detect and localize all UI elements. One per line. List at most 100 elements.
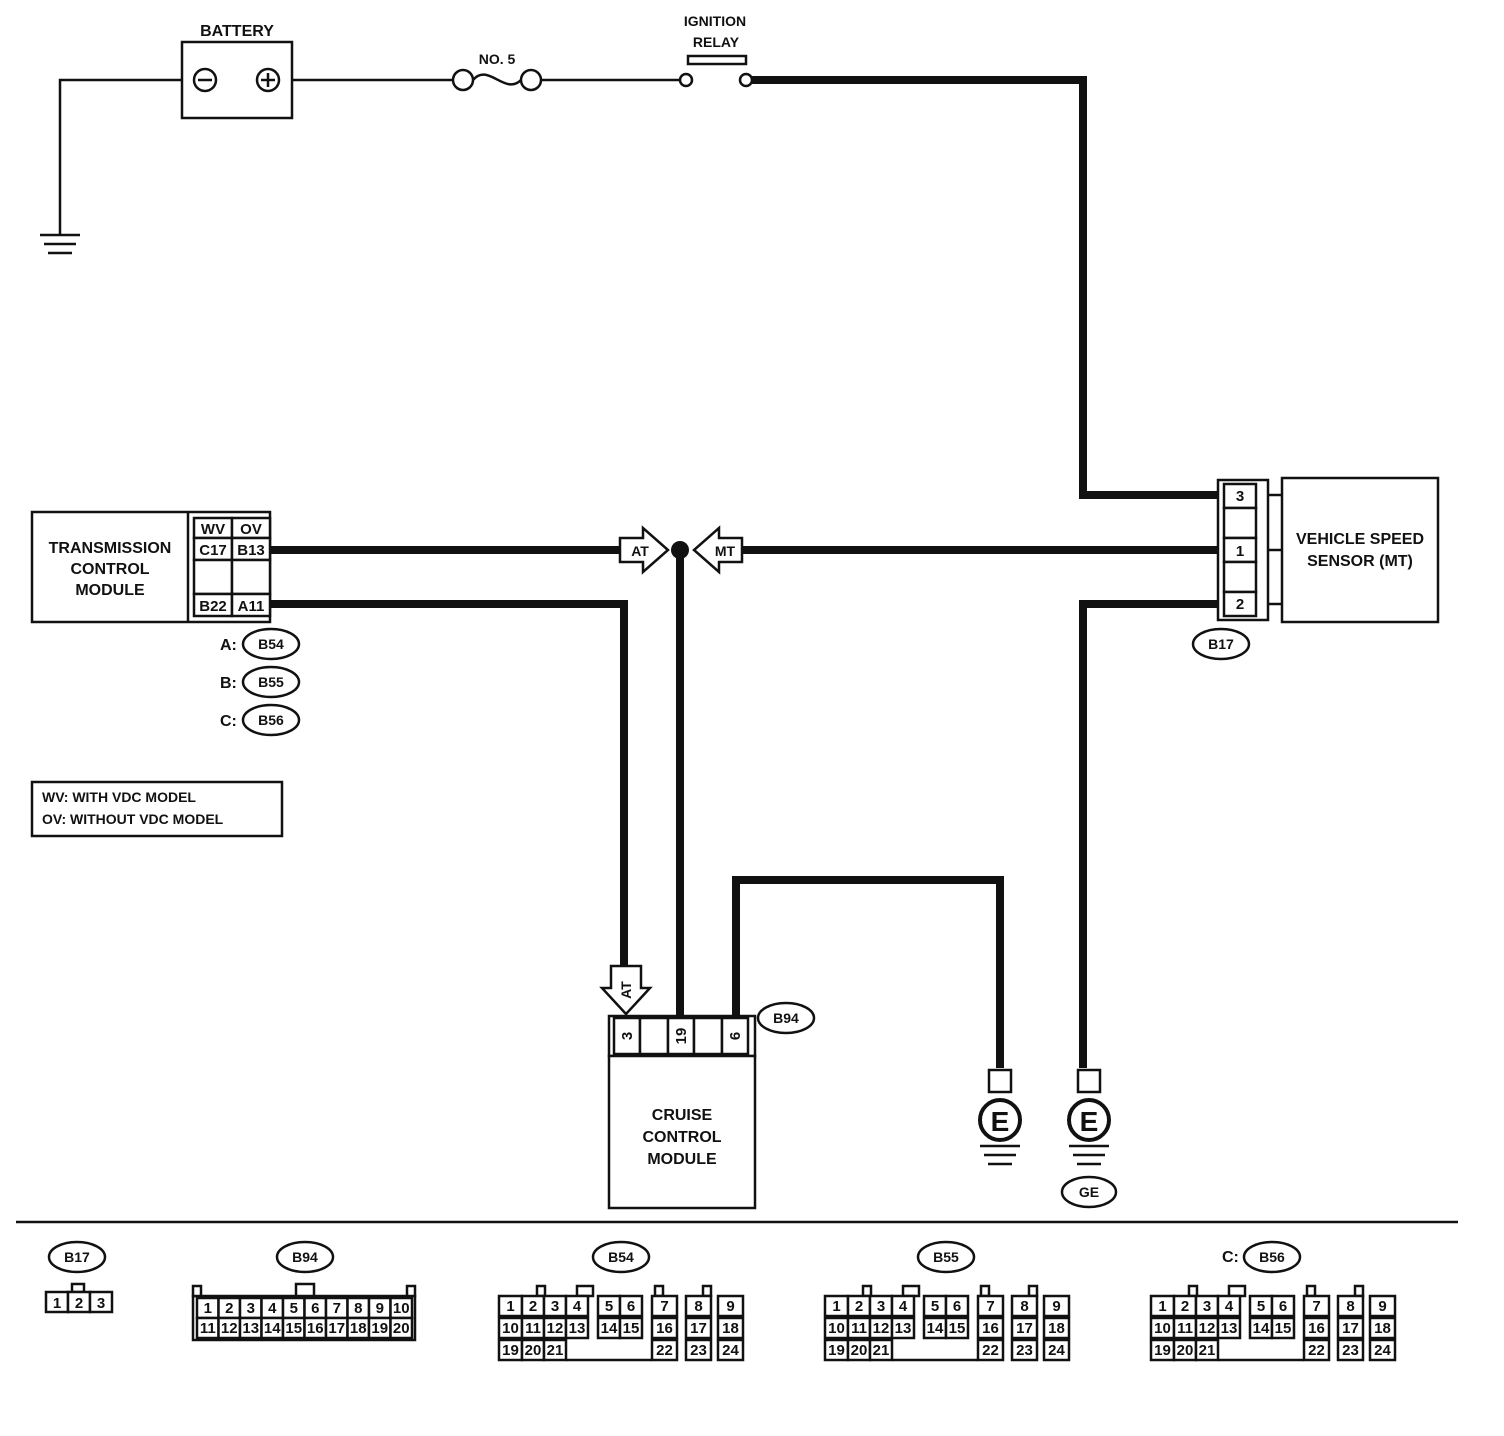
signal-wiring: AT MT <box>270 525 1222 1068</box>
b54-pin-7: 7 <box>660 1298 668 1315</box>
tcm-col-ov: OV <box>240 521 262 538</box>
b55-pin-19: 19 <box>828 1342 845 1359</box>
tcm-connector-c-prefix: C: <box>220 713 237 730</box>
b54-pin-7-cell <box>650 1294 679 1318</box>
b55-pin-23-cell <box>1010 1338 1039 1362</box>
battery-label: BATTERY <box>200 23 274 40</box>
relay-contact-bar <box>686 54 748 66</box>
tcm-connector-a-badge <box>241 627 301 661</box>
tcm-connector-c-badge <box>241 703 301 737</box>
b94-pin-5: 5 <box>290 1300 298 1317</box>
b94-pin-6: 6 <box>311 1300 319 1317</box>
b55-pin-21-cell <box>868 1338 894 1362</box>
b55-pin-7: 7 <box>986 1298 994 1315</box>
b94-pin-16: 16 <box>307 1320 324 1337</box>
battery: BATTERY <box>180 23 294 120</box>
cruise-control-module: AT 3 19 6 CRUISE CONTROL MODULE B94 <box>599 964 816 1210</box>
b55-pin-3: 3 <box>877 1298 885 1315</box>
b94-pin-19: 19 <box>371 1320 388 1337</box>
b94-pin-10: 10 <box>393 1300 410 1317</box>
b94-pin-11: 11 <box>200 1320 216 1337</box>
ground-e-symbol-2: E <box>1080 1106 1099 1137</box>
b54-pin-17-cell <box>684 1316 713 1340</box>
ccm-pin-19: 19 <box>673 1028 690 1045</box>
b56-pin-18-cell <box>1368 1316 1397 1340</box>
b54-pin-18: 18 <box>722 1320 739 1337</box>
vehicle-speed-sensor: 3 1 2 VEHICLE SPEED SENSOR (MT) B17 <box>1191 476 1440 661</box>
b94-pin-17: 17 <box>328 1320 345 1337</box>
b94-pin-20: 20 <box>393 1320 410 1337</box>
b54-pin-9: 9 <box>726 1298 734 1315</box>
b55-pin-14: 14 <box>927 1320 944 1337</box>
b54-pin-23-cell <box>684 1338 713 1362</box>
b56-pin-8-cell <box>1336 1294 1365 1318</box>
b56-pin-19: 19 <box>1154 1342 1171 1359</box>
b54-pin-15-cell <box>618 1316 644 1340</box>
b56-pin-2: 2 <box>1181 1298 1189 1315</box>
b56-pin-23: 23 <box>1342 1342 1359 1359</box>
b54-pin-14: 14 <box>601 1320 618 1337</box>
legend-line-ov: OV: WITHOUT VDC MODEL <box>42 811 224 827</box>
connector-view-b17-label: B17 <box>64 1249 90 1265</box>
b55-pin-15: 15 <box>949 1320 966 1337</box>
battery-negative-terminal <box>192 67 218 93</box>
tcm-label-line3: MODULE <box>75 582 145 599</box>
b56-pin-22-cell <box>1302 1338 1331 1362</box>
b94-pin-1: 1 <box>204 1300 212 1317</box>
b55-pin-4-cell <box>890 1294 916 1318</box>
connector-view-b55-badge <box>916 1240 976 1274</box>
b56-pin-11: 11 <box>1177 1320 1193 1337</box>
b55-pin-22-cell <box>976 1338 1005 1362</box>
b56-pin-7-cell <box>1302 1294 1331 1318</box>
mt-arrow: MT <box>692 525 744 575</box>
b56-pin-17-cell <box>1336 1316 1365 1340</box>
relay-label-line2: RELAY <box>693 34 740 50</box>
vss-label-line1: VEHICLE SPEED <box>1296 531 1424 548</box>
at-arrow: AT <box>618 525 670 575</box>
connector-view-b56-label: B56 <box>1259 1249 1285 1265</box>
b55-pin-13: 13 <box>895 1320 912 1337</box>
b55-pin-4: 4 <box>899 1298 908 1315</box>
b54-pin-20: 20 <box>525 1342 542 1359</box>
b17-pin-1: 1 <box>53 1295 61 1312</box>
b56-pin-15: 15 <box>1275 1320 1292 1337</box>
legend: WV: WITH VDC MODEL OV: WITHOUT VDC MODEL <box>30 780 284 838</box>
b54-pin-18-cell <box>716 1316 745 1340</box>
b94-pin-9: 9 <box>376 1300 384 1317</box>
b54-pin-8-cell <box>684 1294 713 1318</box>
b55-pin-6-cell <box>944 1294 970 1318</box>
tcm-connector-c-id: B56 <box>258 712 284 728</box>
relay-label-line1: IGNITION <box>684 13 746 29</box>
b54-pin-16: 16 <box>656 1320 673 1337</box>
b17-pin-3: 3 <box>97 1295 105 1312</box>
ccm-pin-6: 6 <box>727 1032 744 1040</box>
b56-pin-7: 7 <box>1312 1298 1320 1315</box>
power-circuit: BATTERY NO. 5 IGNITION RELAY <box>40 13 1222 499</box>
b54-pin-6-cell <box>618 1294 644 1318</box>
at-arrow-label: AT <box>631 543 649 559</box>
b94-pin-12: 12 <box>221 1320 238 1337</box>
connector-view-b56-badge <box>1242 1240 1302 1274</box>
connector-view-b54-label: B54 <box>608 1249 634 1265</box>
b94-pin-3: 3 <box>247 1300 255 1317</box>
b94-pin-14: 14 <box>264 1320 281 1337</box>
wire-relay-to-vss-3 <box>752 76 1222 499</box>
connector-view-b17: B17 1 2 3 <box>44 1240 114 1314</box>
b56-pin-18: 18 <box>1374 1320 1391 1337</box>
ground-e-symbol-1: E <box>991 1106 1010 1137</box>
vss-pin-2: 2 <box>1236 596 1244 613</box>
tcm-connector-b-prefix: B: <box>220 675 237 692</box>
legend-line-wv: WV: WITH VDC MODEL <box>42 789 196 805</box>
b55-pin-16: 16 <box>982 1320 999 1337</box>
b94-pin-8: 8 <box>354 1300 362 1317</box>
tcm-connector-tags: A: B54 B: B55 C: B56 <box>220 627 301 737</box>
tcm-label-line1: TRANSMISSION <box>49 540 172 557</box>
vss-pin-1: 1 <box>1236 543 1244 560</box>
b56-pin-24: 24 <box>1374 1342 1391 1359</box>
b55-pin-24: 24 <box>1048 1342 1065 1359</box>
